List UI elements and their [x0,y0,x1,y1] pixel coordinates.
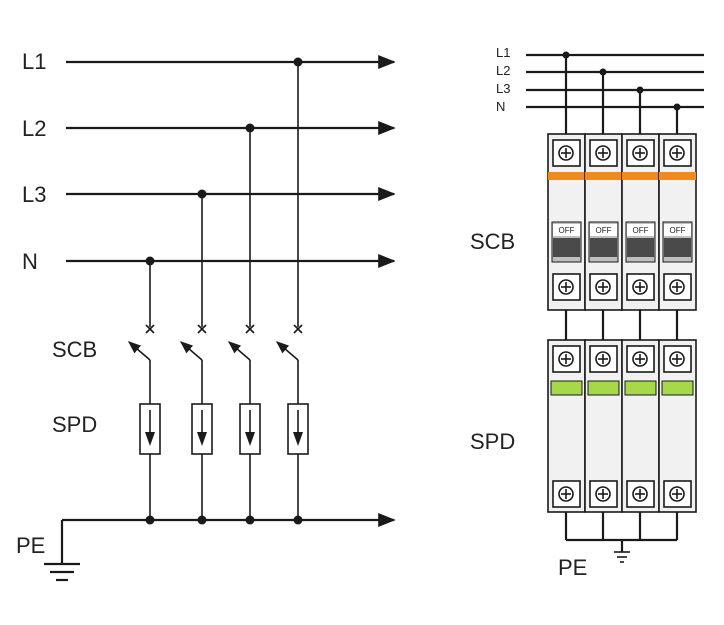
scb-band [585,172,622,180]
scb-band [659,172,696,180]
right-scb-label: SCB [470,229,515,254]
left-spd-label: SPD [52,412,97,437]
left-label-n: N [22,249,38,274]
scb-band [622,172,659,180]
breaker-state: OFF [596,226,612,235]
left-branch-n [128,256,161,525]
spd-indicator [587,380,620,396]
right-bus-drops [562,51,681,134]
right-label-l3: L3 [496,81,510,96]
left-branch-l1 [276,57,309,525]
breaker-state: OFF [559,226,575,235]
right-ground-icon [614,551,630,563]
left-pe-label: PE [16,533,45,558]
breaker-state: OFF [633,226,649,235]
scb-module-3: OFF [621,133,660,311]
right-spd-label: SPD [470,429,515,454]
left-label-l3: L3 [22,182,46,207]
spd-module-3 [621,339,660,513]
left-label-l2: L2 [22,116,46,141]
spd-module-1 [547,339,586,513]
left-branch-l3 [180,189,213,525]
left-label-l1: L1 [22,49,46,74]
left-schematic: L1 L2 L3 N [16,49,396,582]
right-label-n: N [496,99,505,114]
breaker-state: OFF [670,226,686,235]
spd-module-2 [584,339,623,513]
spd-indicator [550,380,583,396]
right-label-l1: L1 [496,45,510,60]
spd-indicator [661,380,694,396]
scb-spd-links [564,310,679,340]
right-label-l2: L2 [496,63,510,78]
right-pe-wiring [564,512,679,552]
spd-module-4 [658,339,697,513]
left-branch-l2 [228,123,261,525]
scb-module-4: OFF [658,133,697,311]
spd-indicator [624,380,657,396]
right-pe-label: PE [558,555,587,580]
scb-module-1: OFF [547,133,586,311]
ground-symbol-icon [44,520,80,582]
scb-band [548,172,585,180]
left-scb-label: SCB [52,337,97,362]
scb-module-2: OFF [584,133,623,311]
right-pictorial: L1 L2 L3 N SCB SPD O [470,45,704,580]
